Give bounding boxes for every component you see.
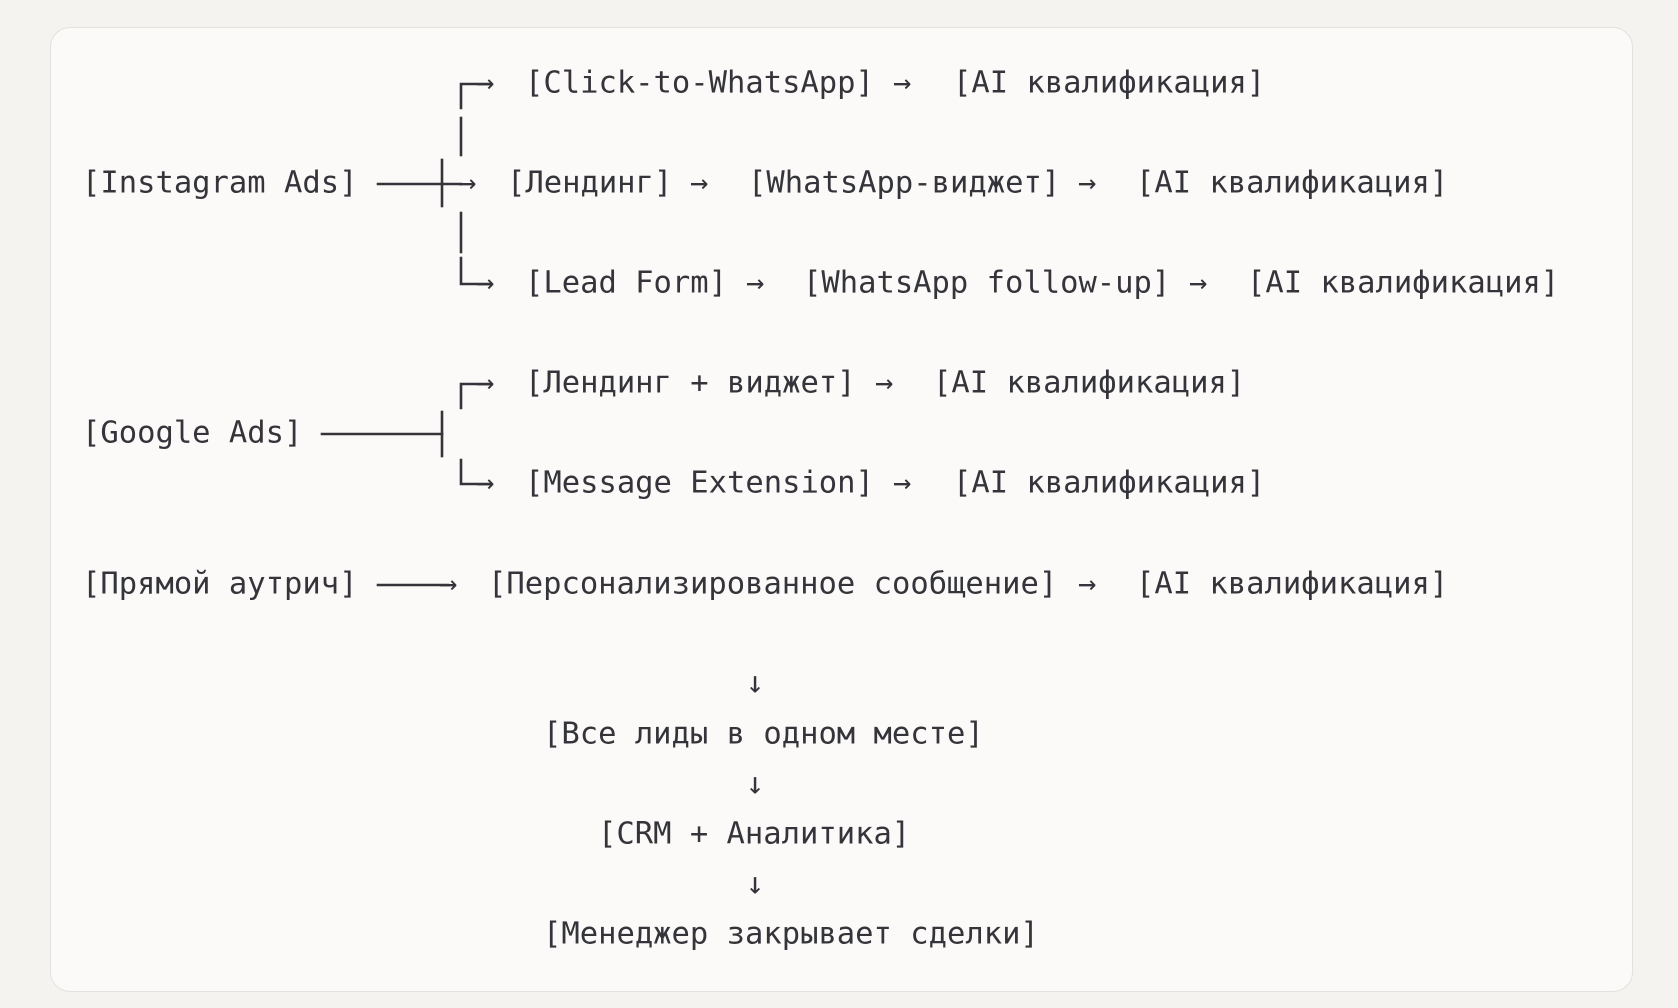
flow-step-lead-form: [Lead Form] bbox=[525, 266, 727, 301]
flow-step-ai-qualification: [AI квалификация] bbox=[1247, 266, 1559, 301]
source-direct-outreach: [Прямой аутрич] bbox=[82, 567, 357, 602]
flow-step-ai-qualification: [AI квалификация] bbox=[1136, 567, 1448, 602]
google-branch-connector bbox=[320, 382, 492, 486]
flow-step-personalized-message: [Персонализированное сообщение] bbox=[488, 567, 1057, 602]
arrow-right-icon: → bbox=[439, 567, 457, 602]
flow-step-ai-qualification: [AI квалификация] bbox=[953, 466, 1265, 501]
flow-step-click-to-whatsapp: [Click-to-WhatsApp] bbox=[525, 66, 874, 101]
arrow-down-icon: ↓ bbox=[746, 867, 764, 902]
arrow-right-icon: → bbox=[893, 466, 911, 501]
instagram-branch-connector bbox=[376, 82, 492, 286]
flow-step-whatsapp-follow-up: [WhatsApp follow-up] bbox=[803, 266, 1170, 301]
flow-step-landing: [Лендинг] bbox=[507, 166, 672, 201]
arrow-down-icon: ↓ bbox=[746, 767, 764, 802]
pipeline-manager-closes-deals: [Менеджер закрывает сделки] bbox=[543, 917, 1039, 952]
arrow-right-icon: → bbox=[1189, 266, 1207, 301]
flow-step-landing-widget: [Лендинг + виджет] bbox=[525, 366, 856, 401]
flow-step-ai-qualification: [AI квалификация] bbox=[953, 66, 1265, 101]
source-instagram-ads: [Instagram Ads] bbox=[82, 166, 357, 201]
pipeline-all-leads: [Все лиды в одном месте] bbox=[543, 717, 984, 752]
flow-step-whatsapp-widget: [WhatsApp-виджет] bbox=[748, 166, 1060, 201]
arrow-right-icon: → bbox=[875, 366, 893, 401]
diagram-card bbox=[50, 27, 1633, 992]
source-google-ads: [Google Ads] bbox=[82, 416, 302, 451]
flow-step-ai-qualification: [AI квалификация] bbox=[933, 366, 1245, 401]
arrow-right-icon: → bbox=[1078, 166, 1096, 201]
arrow-right-icon: → bbox=[476, 66, 494, 101]
arrow-right-icon: → bbox=[476, 366, 494, 401]
arrow-right-icon: → bbox=[690, 166, 708, 201]
arrow-right-icon: → bbox=[458, 166, 476, 201]
pipeline-crm-analytics: [CRM + Аналитика] bbox=[598, 817, 910, 852]
arrow-right-icon: → bbox=[476, 266, 494, 301]
arrow-right-icon: → bbox=[1078, 567, 1096, 602]
arrow-right-icon: → bbox=[476, 466, 494, 501]
flow-step-message-extension: [Message Extension] bbox=[525, 466, 874, 501]
arrow-right-icon: → bbox=[893, 66, 911, 101]
arrow-right-icon: → bbox=[746, 266, 764, 301]
flow-step-ai-qualification: [AI квалификация] bbox=[1136, 166, 1448, 201]
arrow-down-icon: ↓ bbox=[746, 666, 764, 701]
